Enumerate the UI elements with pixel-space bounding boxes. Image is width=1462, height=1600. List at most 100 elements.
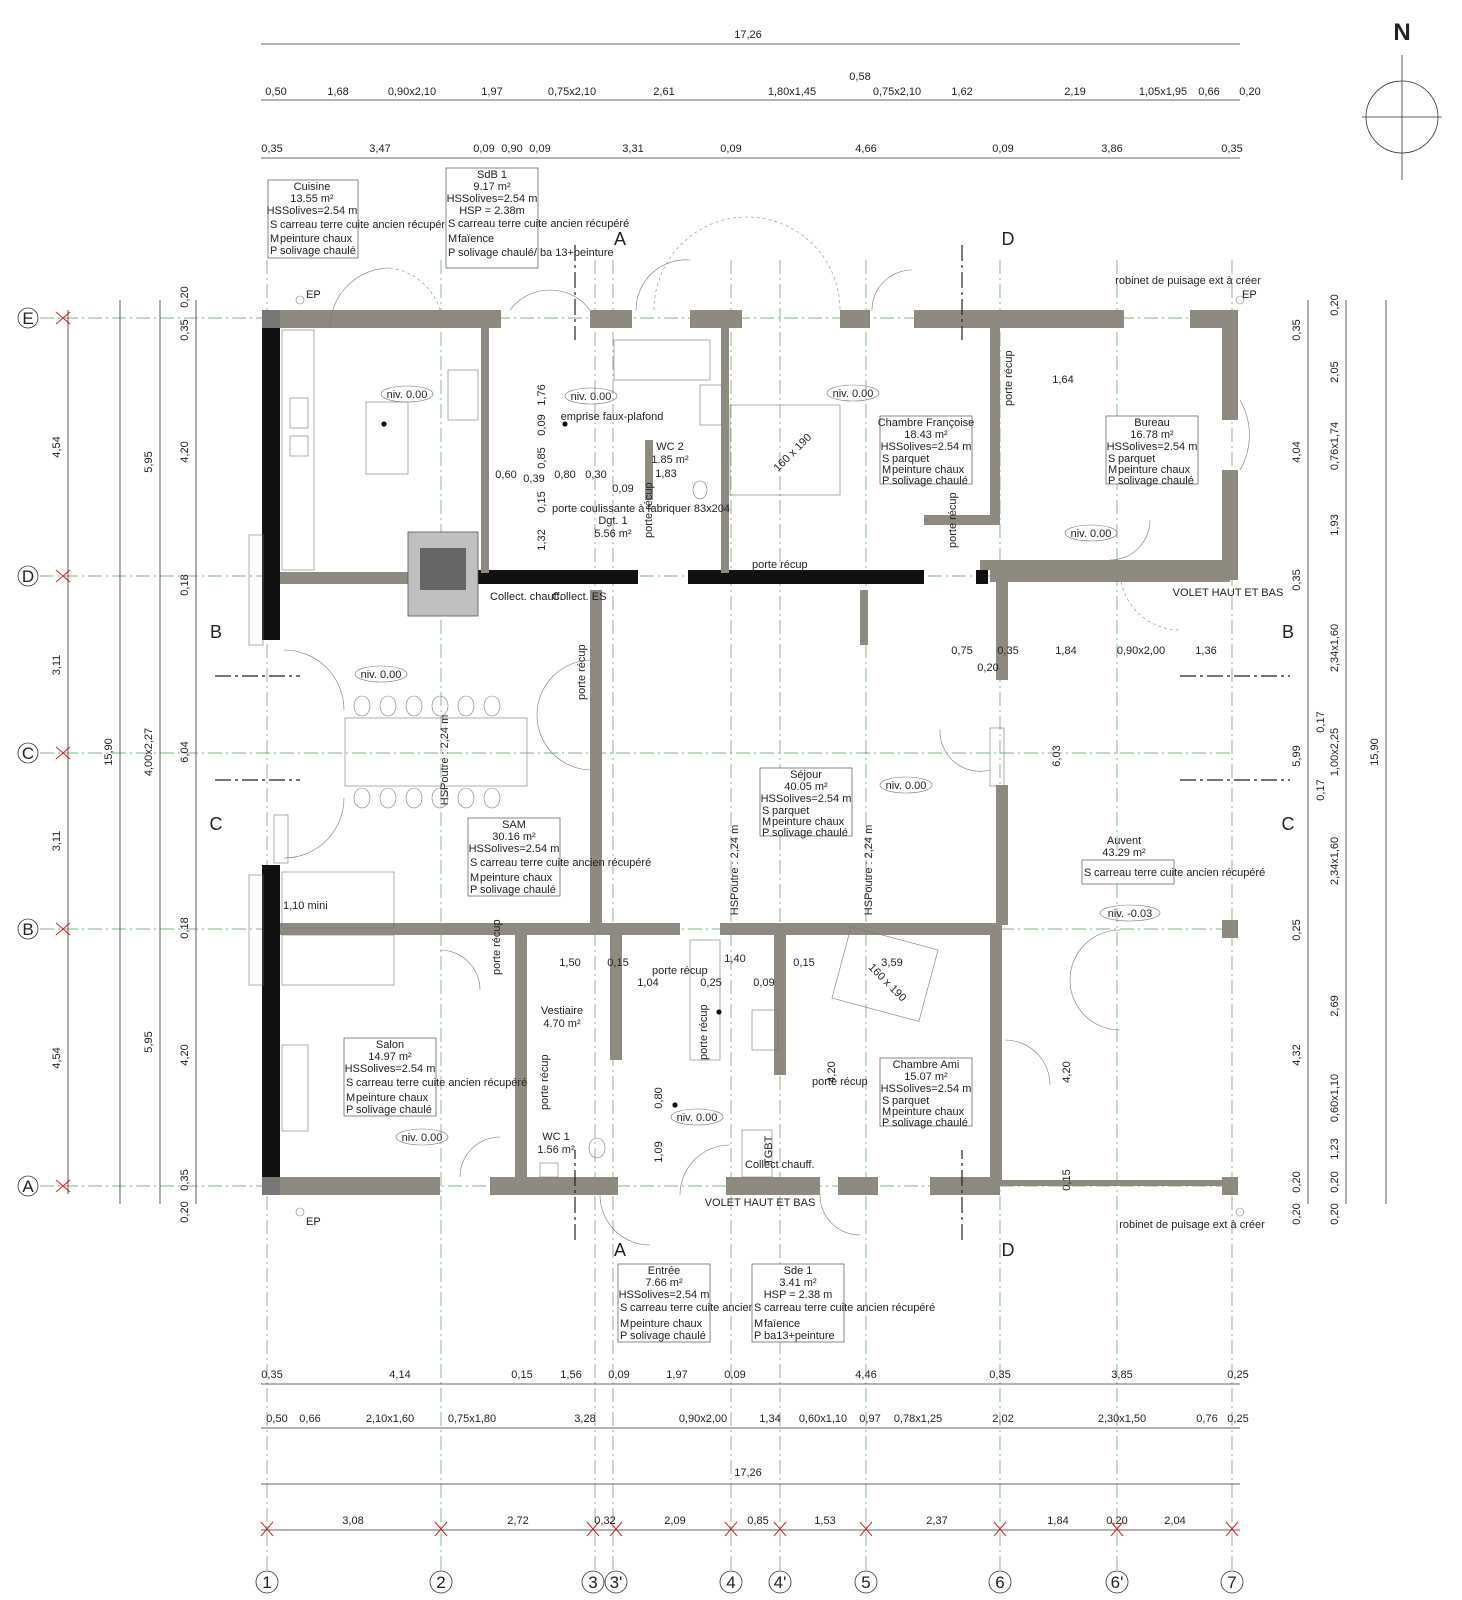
svg-text:carreau terre cuite ancien réc: carreau terre cuite ancien récupéré [764,1302,935,1314]
svg-text:HSPoutre : 2,24 m: HSPoutre : 2,24 m [729,825,741,916]
svg-text:0,25: 0,25 [1291,919,1303,940]
svg-text:solivage chaulé: solivage chaulé [1118,475,1194,487]
svg-text:2,30x1,50: 2,30x1,50 [1098,1413,1146,1425]
svg-text:4,66: 4,66 [855,143,876,155]
svg-text:3,08: 3,08 [342,1515,363,1527]
svg-text:1,36: 1,36 [1195,645,1216,657]
svg-text:1,23: 1,23 [1329,1138,1341,1159]
svg-text:5.56 m²: 5.56 m² [594,528,632,540]
svg-text:0,09: 0,09 [753,977,774,989]
svg-text:S: S [754,1302,761,1314]
svg-text:porte récup: porte récup [812,1076,868,1088]
axis-col-6p: 6' [1105,1521,1129,1594]
svg-text:2,19: 2,19 [1064,86,1085,98]
section-marks: A A D D B B C C [210,229,1295,1260]
svg-text:0,20: 0,20 [1329,294,1341,315]
svg-text:S: S [1084,867,1091,879]
svg-text:niv. 0.00: niv. 0.00 [361,669,402,681]
svg-text:0,32: 0,32 [594,1515,615,1527]
right-dimension-lines: 0,35 4,04 0,35 5,99 0,25 4,32 0,20 0,20 … [1291,294,1387,1225]
svg-text:0,35: 0,35 [997,645,1018,657]
svg-text:0,50: 0,50 [266,1413,287,1425]
svg-text:solivage chaulé: solivage chaulé [356,1104,432,1116]
svg-text:P: P [754,1330,761,1342]
svg-text:robinet de puisage ext à créer: robinet de puisage ext à créer [1115,275,1261,287]
svg-text:0,35: 0,35 [179,319,191,340]
svg-text:niv. -0.03: niv. -0.03 [1108,908,1152,920]
svg-text:3,11: 3,11 [51,655,63,676]
svg-text:0,35: 0,35 [1291,569,1303,590]
svg-text:1,10 mini: 1,10 mini [283,900,328,912]
svg-text:P: P [762,827,769,839]
svg-text:3,28: 3,28 [574,1413,595,1425]
svg-text:Entrée: Entrée [648,1265,680,1277]
room-label-vestiaire: Vestiaire 4.70 m² [541,1005,583,1030]
svg-text:porte récup: porte récup [643,482,655,538]
svg-text:S: S [1108,453,1115,465]
svg-text:0,35: 0,35 [989,1369,1010,1381]
svg-text:peinture chaux: peinture chaux [892,464,965,476]
svg-text:S: S [882,1095,889,1107]
svg-text:0,39: 0,39 [523,473,544,485]
svg-text:0,75x1,80: 0,75x1,80 [448,1413,496,1425]
svg-text:parquet: parquet [772,805,809,817]
svg-text:1,09: 1,09 [653,1141,665,1162]
svg-text:Auvent: Auvent [1107,835,1141,847]
svg-text:D: D [1002,1240,1015,1260]
svg-text:0,09: 0,09 [720,143,741,155]
svg-text:1,80x1,45: 1,80x1,45 [768,86,816,98]
svg-text:0,30: 0,30 [585,469,606,481]
svg-text:5,99: 5,99 [1291,745,1303,766]
svg-text:1,56: 1,56 [560,1369,581,1381]
svg-text:parquet: parquet [892,453,929,465]
svg-text:1,50: 1,50 [559,957,580,969]
svg-text:0,35: 0,35 [1221,143,1242,155]
svg-text:porte récup: porte récup [752,559,808,571]
svg-text:parquet: parquet [1118,453,1155,465]
svg-text:1,34: 1,34 [759,1413,780,1425]
svg-text:P: P [620,1330,627,1342]
svg-text:4,20: 4,20 [826,1061,838,1082]
svg-text:160 x 190: 160 x 190 [772,432,815,475]
svg-text:P: P [470,884,477,896]
svg-text:18.43 m²: 18.43 m² [904,429,948,441]
svg-text:4': 4' [774,1573,787,1592]
svg-text:P: P [270,245,277,257]
svg-text:40.05 m²: 40.05 m² [784,781,828,793]
svg-text:15.07 m²: 15.07 m² [904,1071,948,1083]
svg-text:1.85 m²: 1.85 m² [651,454,689,466]
svg-text:0,80: 0,80 [653,1087,665,1108]
svg-text:15,90: 15,90 [103,738,115,766]
svg-text:porte récup: porte récup [576,644,588,700]
svg-text:peinture chaux: peinture chaux [280,233,353,245]
svg-text:0,76: 0,76 [1196,1413,1217,1425]
svg-text:M: M [448,233,457,245]
axis-col-1: 1 [255,1521,279,1594]
axis-col-6: 6 [988,1521,1012,1594]
svg-text:solivage chaulé: solivage chaulé [280,245,356,257]
svg-text:D: D [22,567,34,586]
svg-text:15,90: 15,90 [1369,738,1381,766]
svg-text:0,66: 0,66 [299,1413,320,1425]
svg-text:D: D [1002,229,1015,249]
axis-col-5: 5 [854,1521,878,1594]
svg-text:HSP = 2.38m: HSP = 2.38m [459,205,525,217]
svg-text:0,20: 0,20 [1329,1171,1341,1192]
svg-text:0,20: 0,20 [1106,1515,1127,1527]
svg-text:TGBT: TGBT [763,1135,775,1165]
svg-text:0,35: 0,35 [179,1169,191,1190]
svg-text:HSSolives=2.54 m: HSSolives=2.54 m [267,205,358,217]
svg-text:VOLET HAUT ET BAS: VOLET HAUT ET BAS [1173,587,1284,599]
svg-text:3,31: 3,31 [622,143,643,155]
svg-text:peinture chaux: peinture chaux [630,1318,703,1330]
svg-text:S: S [270,219,277,231]
svg-text:peinture chaux: peinture chaux [1118,464,1191,476]
svg-text:carreau terre cuite ancien réc: carreau terre cuite ancien récupéré [480,857,651,869]
svg-text:0,60x1,10: 0,60x1,10 [799,1413,847,1425]
svg-text:4,54: 4,54 [51,1047,63,1068]
svg-text:0,85: 0,85 [747,1515,768,1527]
svg-text:S: S [882,453,889,465]
